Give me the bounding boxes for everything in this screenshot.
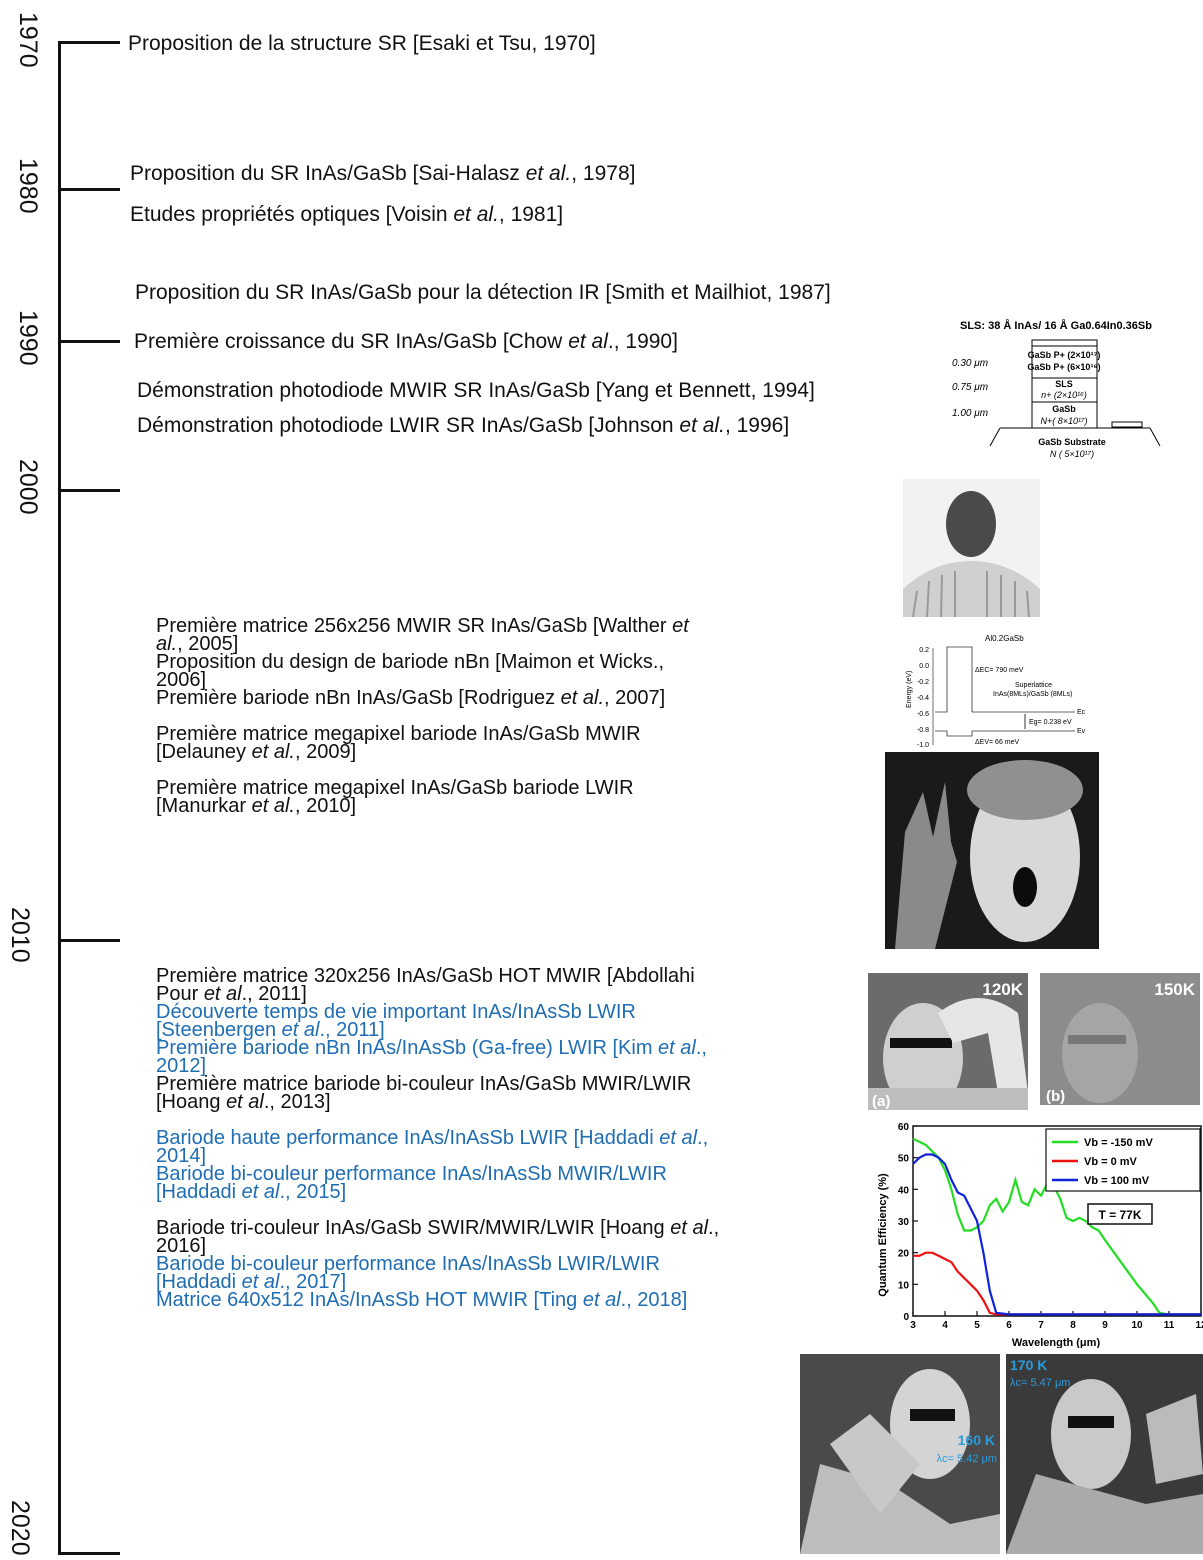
label-120k: 120K bbox=[982, 980, 1023, 999]
qe-chart: Quantum Efficiency (%) Wavelength (μm) 3… bbox=[877, 1122, 1203, 1348]
thermal-image-hand-face bbox=[885, 752, 1099, 949]
tick-2000 bbox=[58, 489, 120, 492]
svg-text:λc= 5.47 μm: λc= 5.47 μm bbox=[1010, 1377, 1070, 1389]
year-label-1980: 1980 bbox=[14, 158, 42, 214]
qe-series-line-0 bbox=[912, 1137, 1201, 1316]
svg-text:Ec: Ec bbox=[1077, 709, 1085, 716]
svg-text:N ( 5×10¹⁷): N ( 5×10¹⁷) bbox=[1050, 449, 1094, 459]
event-yang-1994: Démonstration photodiode MWIR SR InAs/Ga… bbox=[137, 379, 815, 402]
event-esaki-1970: Proposition de la structure SR [Esaki et… bbox=[128, 32, 596, 55]
year-label-2020: 2020 bbox=[6, 1500, 34, 1556]
qe-x-tick-label: 3 bbox=[910, 1320, 916, 1331]
svg-text:SLS: SLS bbox=[1055, 379, 1073, 389]
tick-1980 bbox=[58, 188, 120, 191]
thermal-image-170k: 170 K λc= 5.47 μm bbox=[1006, 1354, 1203, 1554]
tick-1970 bbox=[58, 41, 120, 44]
event-voisin-1981: Etudes propriétés optiques [Voisin et al… bbox=[130, 203, 564, 226]
qe-legend-label-1: Vb = 0 mV bbox=[1084, 1156, 1138, 1168]
svg-text:Ev: Ev bbox=[1077, 728, 1085, 735]
year-label-1990: 1990 bbox=[14, 310, 42, 366]
band-diagram: Al0.2GaSb Energy (eV) 0.2 0.0 -0.2 -0.4 … bbox=[906, 634, 1085, 749]
svg-text:GaSb: GaSb bbox=[1052, 404, 1076, 414]
svg-text:-0.4: -0.4 bbox=[917, 695, 929, 702]
qe-x-tick-label: 5 bbox=[974, 1320, 980, 1331]
qe-xlabel: Wavelength (μm) bbox=[1012, 1337, 1101, 1348]
events-2005-2010: Première matrice 256x256 MWIR SR InAs/Ga… bbox=[156, 615, 689, 817]
svg-text:0.75 μm: 0.75 μm bbox=[952, 382, 988, 393]
qe-y-tick-label: 20 bbox=[898, 1249, 910, 1260]
qe-y-tick-label: 50 bbox=[898, 1154, 910, 1165]
event-chow-1990: Première croissance du SR InAs/GaSb [Cho… bbox=[134, 330, 678, 353]
qe-legend-label-0: Vb = -150 mV bbox=[1084, 1137, 1153, 1149]
svg-text:-0.2: -0.2 bbox=[917, 679, 929, 686]
tick-1990 bbox=[58, 340, 120, 343]
qe-y-tick-label: 0 bbox=[903, 1312, 909, 1323]
qe-y-tick-label: 30 bbox=[898, 1217, 910, 1228]
svg-text:(b): (b) bbox=[1046, 1088, 1065, 1105]
svg-text:GaSb P+ (2×10¹⁷): GaSb P+ (2×10¹⁷) bbox=[1028, 350, 1101, 360]
sls-title: SLS: 38 Å InAs/ 16 Å Ga0.64In0.36Sb bbox=[960, 319, 1152, 332]
band-y-ticks: 0.2 0.0 -0.2 -0.4 -0.6 -0.8 -1.0 bbox=[917, 647, 929, 749]
thermal-image-150k: 150K (b) bbox=[1040, 973, 1200, 1105]
events-2011-2018: Première matrice 320x256 InAs/GaSb HOT M… bbox=[156, 965, 720, 1311]
svg-text:Al0.2GaSb: Al0.2GaSb bbox=[985, 634, 1024, 643]
qe-series-line-1 bbox=[913, 1251, 1201, 1316]
svg-text:λc= 5.42 μm: λc= 5.42 μm bbox=[937, 1453, 997, 1465]
svg-text:InAs(8MLs)/GaSb (8MLs): InAs(8MLs)/GaSb (8MLs) bbox=[993, 691, 1072, 698]
svg-text:N+( 8×10¹⁷): N+( 8×10¹⁷) bbox=[1041, 416, 1088, 426]
year-label-1970: 1970 bbox=[14, 12, 42, 68]
conduction-band bbox=[935, 646, 1075, 713]
qe-y-tick-label: 40 bbox=[898, 1185, 910, 1196]
tick-2020 bbox=[58, 1552, 120, 1555]
qe-series-line-2 bbox=[912, 1153, 1201, 1316]
svg-text:0.2: 0.2 bbox=[919, 647, 929, 654]
qe-x-tick-label: 12 bbox=[1195, 1320, 1203, 1331]
thermal-image-160k: 160 K λc= 5.42 μm bbox=[800, 1354, 1000, 1554]
valence-band bbox=[935, 730, 1075, 737]
qe-x-tick-label: 6 bbox=[1006, 1320, 1012, 1331]
year-label-2010: 2010 bbox=[6, 907, 34, 963]
svg-text:ΔEV= 66 meV: ΔEV= 66 meV bbox=[975, 739, 1020, 746]
svg-text:0.30 μm: 0.30 μm bbox=[952, 358, 988, 369]
svg-text:0.0: 0.0 bbox=[919, 663, 929, 670]
sls-structure-diagram: SLS: 38 Å InAs/ 16 Å Ga0.64In0.36Sb 0.30… bbox=[952, 319, 1161, 459]
svg-text:Eg= 0.238 eV: Eg= 0.238 eV bbox=[1029, 719, 1072, 726]
svg-text:GaSb P+ (6×10¹⁶): GaSb P+ (6×10¹⁶) bbox=[1027, 362, 1100, 372]
qe-x-tick-label: 11 bbox=[1164, 1320, 1175, 1331]
label-150k: 150K bbox=[1154, 980, 1195, 999]
qe-ylabel: Quantum Efficiency (%) bbox=[877, 1173, 889, 1297]
svg-text:170 K: 170 K bbox=[1010, 1357, 1047, 1373]
event-sai-halasz-1978: Proposition du SR InAs/GaSb [Sai-Halasz … bbox=[130, 162, 636, 185]
tick-2010 bbox=[58, 939, 120, 942]
qe-annotation: T = 77K bbox=[1098, 1208, 1141, 1222]
top-contact bbox=[1031, 339, 1098, 347]
qe-x-tick-label: 9 bbox=[1102, 1320, 1108, 1331]
timeline-axis bbox=[58, 41, 61, 1553]
svg-text:(a): (a) bbox=[872, 1093, 890, 1110]
qe-x-tick-label: 10 bbox=[1131, 1320, 1143, 1331]
svg-text:1.00 μm: 1.00 μm bbox=[952, 408, 988, 419]
svg-text:Energy (eV): Energy (eV) bbox=[906, 671, 913, 708]
svg-text:n+ (2×10¹⁶): n+ (2×10¹⁶) bbox=[1041, 390, 1087, 400]
year-label-2000: 2000 bbox=[14, 459, 42, 515]
svg-text:ΔEC= 790 meV: ΔEC= 790 meV bbox=[975, 667, 1024, 674]
qe-x-tick-label: 8 bbox=[1070, 1320, 1076, 1331]
svg-text:160 K: 160 K bbox=[958, 1432, 995, 1448]
svg-text:-1.0: -1.0 bbox=[917, 742, 929, 749]
svg-text:-0.8: -0.8 bbox=[917, 727, 929, 734]
event-smith-1987: Proposition du SR InAs/GaSb pour la déte… bbox=[135, 281, 831, 304]
qe-legend-label-2: Vb = 100 mV bbox=[1084, 1175, 1150, 1187]
svg-text:Superlattice: Superlattice bbox=[1015, 682, 1052, 689]
qe-y-tick-label: 60 bbox=[898, 1122, 910, 1133]
event-johnson-1996: Démonstration photodiode LWIR SR InAs/Ga… bbox=[137, 414, 790, 437]
svg-text:-0.6: -0.6 bbox=[917, 711, 929, 718]
qe-x-tick-label: 4 bbox=[942, 1320, 948, 1331]
qe-x-tick-label: 7 bbox=[1038, 1320, 1044, 1331]
qe-y-tick-label: 10 bbox=[898, 1280, 910, 1291]
svg-text:GaSb Substrate: GaSb Substrate bbox=[1038, 437, 1106, 447]
thermal-image-120k: 120K (a) bbox=[868, 973, 1028, 1110]
thermal-image-portrait bbox=[903, 479, 1040, 617]
